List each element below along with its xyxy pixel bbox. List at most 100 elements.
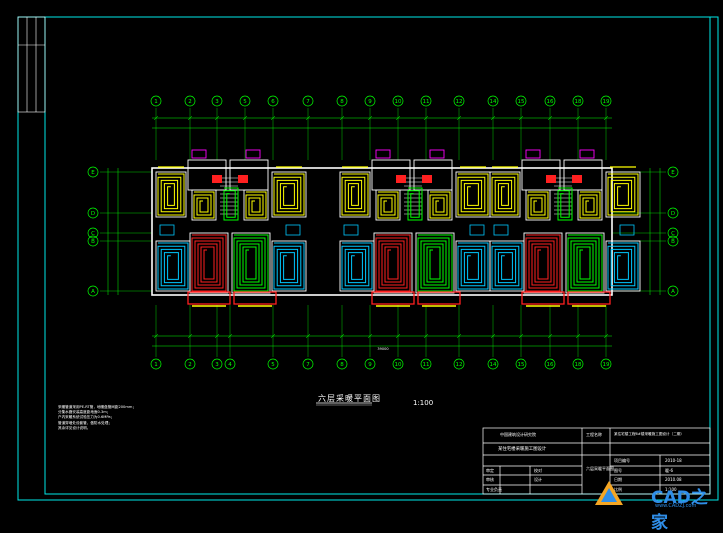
grid-bubble [667,166,679,178]
grid-label: B [91,239,95,245]
grid-bubble [302,358,314,370]
grid-label: E [91,170,95,176]
project-label: 工程名称 [586,432,602,437]
grid-bubble [184,358,196,370]
riser [422,175,432,183]
heating-coil [491,173,519,216]
grid-label: D [671,211,675,217]
fixture [493,224,509,236]
tb-field-label: 图号 [614,468,622,473]
grid-bubble [453,95,465,107]
grid-label: A [91,289,95,295]
heating-coil [245,191,267,219]
dim-tick [305,115,311,121]
heating-coil [157,242,189,290]
dim-tick [490,333,496,339]
grid-bubble [87,235,99,247]
grid-bubble [336,95,348,107]
heating-coil [341,173,369,216]
room-wall [523,232,563,294]
title-block [482,427,711,495]
room-wall [243,189,269,221]
grid-bubble [600,358,612,370]
grid-label: 18 [575,99,582,105]
heating-coil [223,187,239,221]
heating-coil [273,242,305,290]
dim-tick [227,333,233,339]
binding-strip [17,16,46,113]
grid-label: 7 [306,362,310,368]
riser [546,175,556,183]
riser [212,175,222,183]
grid-label: 1 [154,362,158,368]
dim-tick [270,333,276,339]
tb-field-value: 暖-6 [665,468,673,473]
grid-bubble [544,358,556,370]
grid-label: 10 [395,362,402,368]
grid-bubble [487,358,499,370]
grid-label: 18 [575,362,582,368]
fixture [469,224,485,236]
room-wall [565,232,605,294]
note-line: 分集水器安装高度距地面0.3m； [58,410,111,415]
dim-tick [603,115,609,121]
grid-bubble [667,285,679,297]
note-line: 采暖管道采用PE-RT管，地暖盘管间距200mm； [58,405,136,409]
dim-tick [575,333,581,339]
heating-coil [457,173,489,216]
heating-coil [457,242,489,290]
grid-label: 5 [271,362,275,368]
balcony [567,291,611,305]
dim-tick [187,115,193,121]
dim-tick [214,333,220,339]
grid-label: 10 [395,99,402,105]
riser [396,175,406,183]
room-wall [413,159,453,191]
grid-bubble [515,95,527,107]
grid-bubble [87,285,99,297]
heating-coil [233,234,269,292]
room-wall [231,232,271,294]
tb-field-label: 项目编号 [614,458,630,463]
dim-tick [423,115,429,121]
balcony [371,291,415,305]
grid-bubble [336,358,348,370]
grid-bubble [211,358,223,370]
heating-coil [341,242,373,290]
heating-coil [491,242,523,290]
heating-coil [525,234,561,292]
tb-row-label: 校对 [534,468,542,473]
dim-tick [490,115,496,121]
dim-tick [367,115,373,121]
tb-row-label: 设计 [534,477,542,482]
grid-label: 9 [368,362,372,368]
grid-bubble [224,358,236,370]
room-wall [271,171,307,218]
room-wall [339,171,371,218]
grid-bubble [267,358,279,370]
room-wall [415,232,455,294]
grid-bubble [572,358,584,370]
grid-label: 6 [271,99,275,105]
grid-label: 14 [490,99,497,105]
grid-bubble [392,358,404,370]
grid-label: B [671,239,675,245]
inner-frame [44,16,711,495]
grid-bubble [600,95,612,107]
dim-tick [153,115,159,121]
grid-label: 5 [243,99,247,105]
room-wall [191,189,217,221]
grid-bubble [302,95,314,107]
tb-field-value: 2010-18 [665,458,682,463]
dim-tick [547,333,553,339]
dim-tick [456,333,462,339]
riser [238,175,248,183]
heating-coil [607,242,639,290]
grid-label: 12 [456,362,463,368]
grid-label: 7 [306,99,310,105]
total-dimension: 39000 [377,347,388,351]
grid-label: 3 [215,99,219,105]
dim-tick [603,333,609,339]
manifold [429,149,445,159]
grid-label: 8 [340,99,344,105]
